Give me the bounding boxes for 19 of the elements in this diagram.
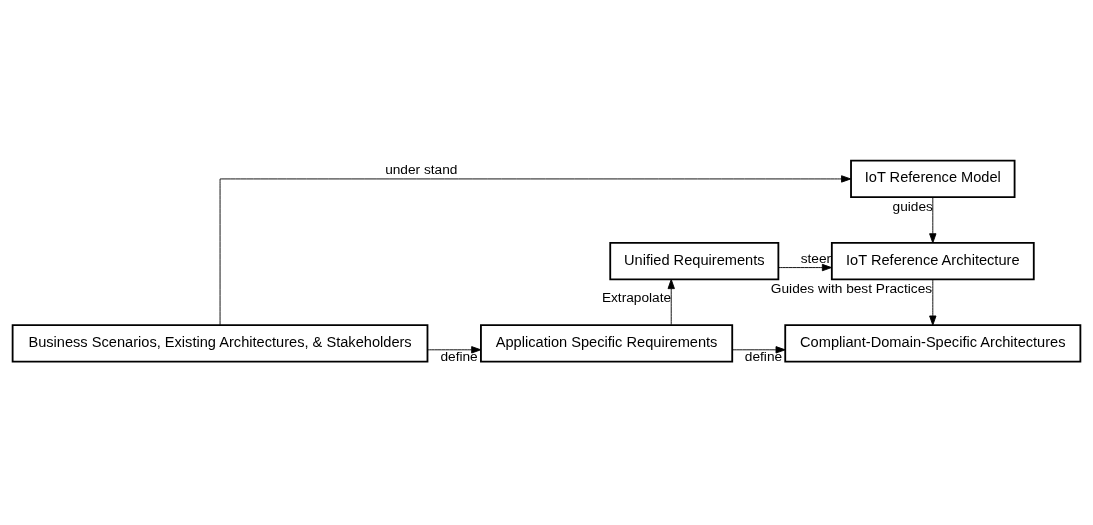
node-box: Unified Requirements	[609, 241, 780, 280]
node-box: IoT Reference Model	[850, 159, 1016, 198]
node-box: IoT Reference Architecture	[830, 241, 1035, 280]
node-box: Compliant-Domain-Specific Architectures	[784, 323, 1082, 363]
edge-label: Guides with best Practices	[770, 280, 933, 296]
arrow	[777, 263, 832, 271]
edge-label: steer	[800, 250, 832, 266]
node-box: Application Specific Requirements	[480, 323, 734, 363]
node-box: Business Scenarios, Existing Architectures, & Stakeholders	[11, 323, 429, 363]
arrow	[427, 345, 482, 353]
arrow	[929, 278, 937, 326]
arrow	[219, 174, 852, 325]
arrow	[667, 278, 675, 325]
arrow	[731, 345, 786, 353]
edge-label: define	[744, 348, 783, 364]
edge-label: Extrapolate	[601, 289, 672, 305]
arrow	[929, 196, 937, 243]
edge-label: define	[440, 348, 478, 364]
edge-label: under stand	[385, 161, 458, 177]
